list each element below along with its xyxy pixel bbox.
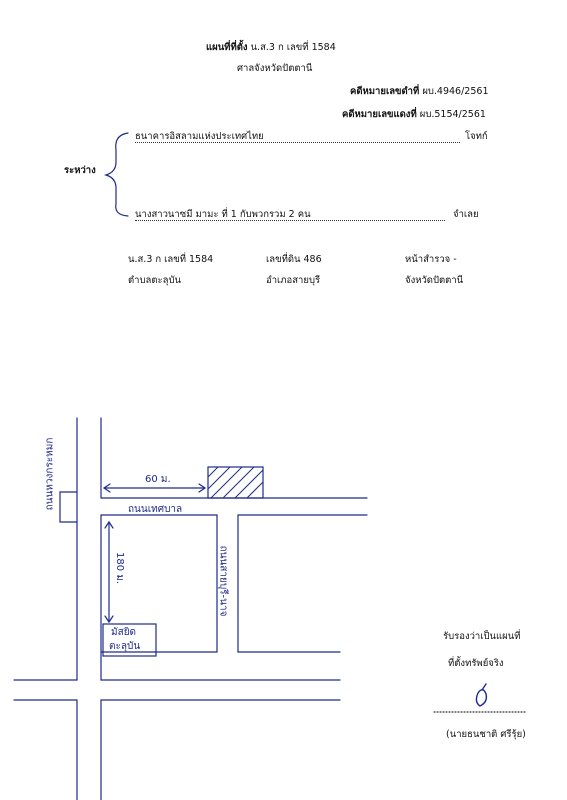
black-case-number: ผบ.4946/2561 xyxy=(422,86,489,97)
title-deed-number: น.ส.3 ก เลขที่ 1584 xyxy=(250,42,336,53)
defendant-name: นางสาวนาซมี มามะ ที่ 1 กับพวกรวม 2 คน xyxy=(135,209,311,220)
certification-line-1: รับรองว่าเป็นแผนที่ xyxy=(443,631,521,642)
signer-name: (นายธนชาติ ศรีรุ้ย) xyxy=(446,729,526,740)
black-case-label: คดีหมายเลขดำที่ xyxy=(350,86,420,97)
defendant-dotted-line xyxy=(135,220,445,221)
document-title: แผนที่ที่ตั้ง น.ส.3 ก เลขที่ 1584 xyxy=(206,42,336,54)
brace xyxy=(103,132,129,217)
landmark-line-1: มัสยิด xyxy=(111,627,137,638)
road-top-label: ถนนเทศบาล xyxy=(128,504,183,515)
red-case-line: คดีหมายเลขแดงที่ ผบ.5154/2561 xyxy=(342,109,486,121)
signature-mark xyxy=(475,683,488,707)
district-info: อำเภอสายบุรี xyxy=(266,275,321,286)
defendant-role: จำเลย xyxy=(453,209,479,220)
subdistrict-info: ตำบลตะลุบัน xyxy=(128,275,181,286)
between-label: ระหว่าง xyxy=(64,165,96,176)
distance-horizontal-label: 60 ม. xyxy=(145,474,171,485)
landmark-box xyxy=(102,623,157,657)
plaintiff-dotted-line xyxy=(135,142,460,143)
plaintiff-name: ธนาคารอิสลามแห่งประเทศไทย xyxy=(135,131,264,142)
red-case-label: คดีหมายเลขแดงที่ xyxy=(342,109,417,120)
road-left-label: ถนนหวงกระหมก xyxy=(44,437,56,511)
province-info: จังหวัดปัตตานี xyxy=(405,275,464,286)
road-stub xyxy=(59,491,78,523)
red-case-number: ผบ.5154/2561 xyxy=(419,109,486,120)
land-number-info: เลขที่ดิน 486 xyxy=(266,254,322,265)
survey-page-info: หน้าสำรวจ - xyxy=(405,254,457,265)
black-case-line: คดีหมายเลขดำที่ ผบ.4946/2561 xyxy=(350,86,488,98)
certification-line-2: ที่ตั้งทรัพย์จริง xyxy=(448,658,504,669)
title-bold: แผนที่ที่ตั้ง xyxy=(206,42,248,53)
title-deed-info: น.ส.3 ก เลขที่ 1584 xyxy=(128,254,214,265)
distance-vertical-label: 180 ม. xyxy=(114,551,126,585)
court-name: ศาลจังหวัดปัตตานี xyxy=(237,63,313,74)
road-right-label: ถนนสายบุรี-นาจ xyxy=(217,545,229,617)
property-hatching xyxy=(207,466,264,499)
plaintiff-role: โจทก์ xyxy=(465,131,488,142)
landmark-line-2: ตะลุบัน xyxy=(109,641,141,652)
